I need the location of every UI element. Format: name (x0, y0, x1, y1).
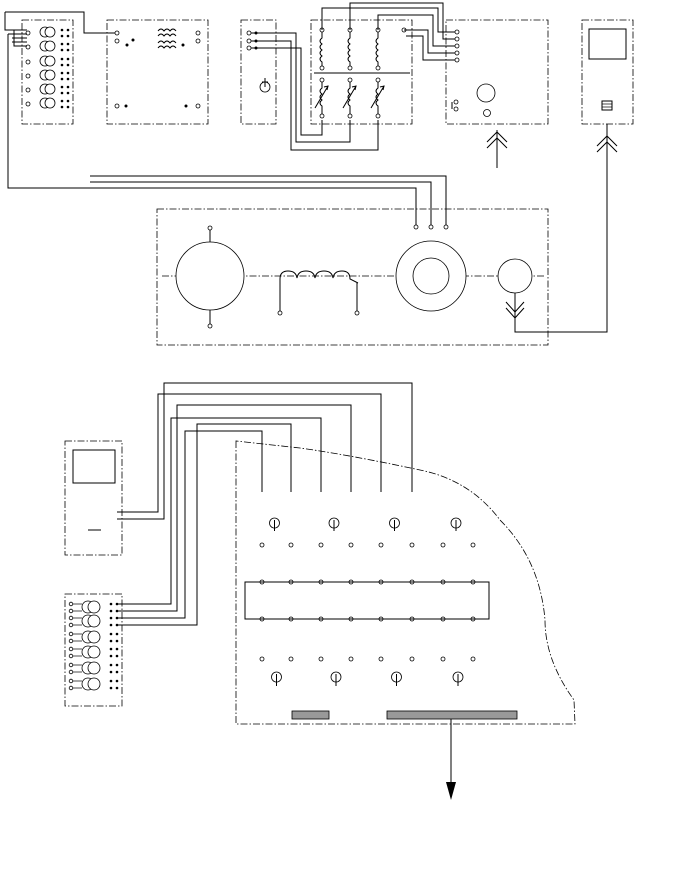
lamp-icon (378, 656, 415, 686)
coil-icon (319, 27, 325, 71)
lamp-board (235, 440, 576, 800)
oscilloscope-icon (601, 100, 613, 111)
generator-icon (395, 224, 467, 312)
lamp-icon (259, 656, 294, 686)
output-arrow-icon (446, 782, 456, 800)
current-transformer-icon (25, 55, 70, 67)
motor-icon (175, 225, 245, 329)
current-transformer-icon (25, 69, 70, 81)
current-transformer-icon (25, 83, 70, 95)
lamp-icon (318, 517, 354, 548)
lamp-icon (259, 517, 294, 548)
oscilloscope-top (581, 19, 634, 125)
bottom-wiring (117, 382, 413, 626)
ct-panel-bottom (64, 593, 123, 707)
current-transformer-icon (68, 630, 119, 644)
current-transformer-icon (68, 600, 119, 614)
current-transformer-icon (25, 40, 70, 52)
current-transformer-icon (68, 661, 119, 675)
coil-icon (375, 27, 381, 71)
current-transformer-icon (68, 614, 119, 628)
coil-icon (347, 27, 353, 71)
ground-arrow-icon (505, 293, 525, 319)
lamp-icon (318, 656, 354, 686)
current-transformer-icon (25, 97, 70, 109)
variable-resistor-icon (370, 77, 385, 119)
busbar-long (386, 710, 518, 720)
top-wiring (4, 2, 618, 333)
variable-resistor-icon (342, 77, 357, 119)
current-transformer-icon (25, 26, 70, 38)
machine-bench (156, 208, 549, 346)
ct-panel-top (21, 19, 74, 125)
lamp-icon (440, 656, 476, 686)
switch-panel (240, 19, 277, 125)
instrument-panel (445, 19, 549, 168)
field-coil (277, 270, 360, 316)
oscilloscope-bottom (64, 440, 123, 556)
lamp-icon (378, 517, 415, 548)
current-transformer-icon (68, 677, 119, 691)
variable-resistor-icon (314, 77, 329, 119)
coil-icon (157, 28, 177, 49)
three-phase-panel (310, 19, 413, 125)
coil-panel-top (106, 19, 209, 125)
busbar-short (291, 710, 330, 720)
lamp-icon (440, 517, 476, 548)
current-transformer-icon (68, 645, 119, 659)
antenna-icon (486, 130, 508, 168)
